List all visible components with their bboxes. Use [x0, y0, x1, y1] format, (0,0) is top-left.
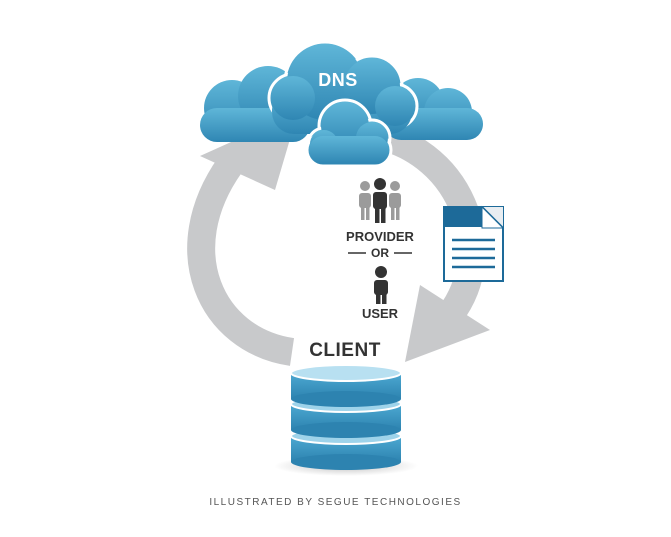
right-cycle-arrow [362, 119, 490, 362]
dns-label: DNS [318, 70, 358, 90]
user-label: USER [361, 306, 399, 321]
client-label: CLIENT [309, 340, 381, 361]
dns-cloud-icon [200, 40, 483, 168]
left-cycle-arrow [187, 112, 298, 366]
credit-label: ILLUSTRATED BY SEGUE TECHNOLOGIES [209, 497, 462, 508]
people-group-icon [359, 178, 401, 223]
cloud-bottom [305, 98, 393, 168]
database-icon [274, 364, 418, 476]
person-icon [374, 266, 388, 304]
provider-label: PROVIDER [346, 229, 414, 244]
document-icon [443, 205, 505, 282]
or-label: OR [371, 246, 389, 260]
